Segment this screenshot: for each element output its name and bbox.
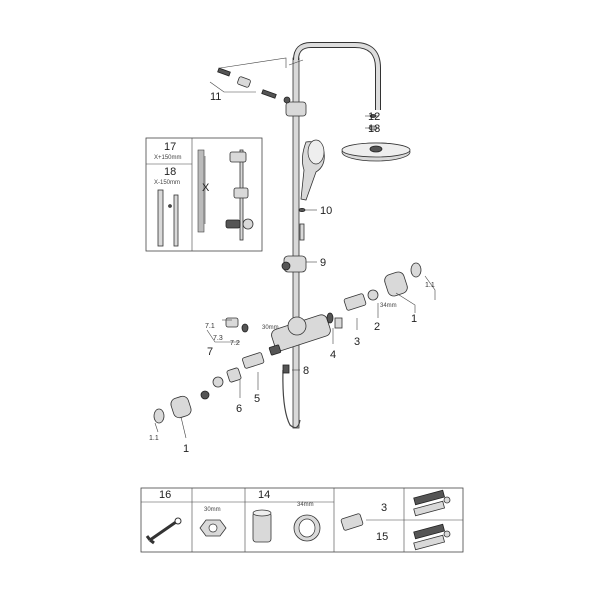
rail-screw xyxy=(168,204,172,208)
callout-labels: 11 12 13 10 9 8 2 3 4 1 1.1 6 5 1 1.1 7 … xyxy=(149,91,435,455)
rail-length-inset: 17 X+150mm 18 X-150mm X xyxy=(145,137,263,252)
callout-5: 5 xyxy=(254,393,260,405)
screw-11 xyxy=(261,89,277,99)
cap-1-1 xyxy=(153,408,165,424)
tool-30mm-label: 30mm xyxy=(204,507,221,513)
socket-14 xyxy=(252,511,272,543)
callout-8: 8 xyxy=(303,365,309,377)
callout-1-1-right: 1.1 xyxy=(425,282,435,289)
socket-14-top xyxy=(252,509,272,517)
shower-hose xyxy=(282,369,301,429)
callout-6: 6 xyxy=(236,403,242,415)
washer-4 xyxy=(326,312,334,324)
shower-arm-inner xyxy=(294,43,380,110)
shower-arm xyxy=(293,42,381,110)
callout-3: 3 xyxy=(354,336,360,348)
wall-bracket-top xyxy=(285,101,307,117)
bracket-screw xyxy=(283,96,291,104)
hose-connector xyxy=(299,223,305,241)
callout-2: 2 xyxy=(374,321,380,333)
shower-head-center xyxy=(369,145,383,153)
callout-1-right: 1 xyxy=(411,313,417,325)
dowel-11 xyxy=(217,67,231,77)
inset-18-length: X-150mm xyxy=(154,180,180,186)
callout-1-1: 1.1 xyxy=(149,435,159,442)
cartridge-5-tip xyxy=(268,344,282,356)
ring-6 xyxy=(212,376,224,388)
leader-lines xyxy=(154,57,436,439)
callout-7-2: 7.2 xyxy=(230,340,240,347)
cap-1-1-right xyxy=(410,262,422,278)
callout-4: 4 xyxy=(330,349,336,361)
handle-1 xyxy=(170,395,192,419)
tool-14-label: 14 xyxy=(258,489,270,501)
callout-7-3: 7.3 xyxy=(213,335,223,342)
left-parts xyxy=(153,67,282,424)
cartridge-5 xyxy=(242,352,265,369)
thermostat-mixer xyxy=(271,314,331,374)
tools-box: 16 14 30mm 34mm 3 15 xyxy=(140,487,464,553)
tool-34mm-label: 34mm xyxy=(297,502,314,508)
ring-34mm-hole xyxy=(298,518,316,538)
cartridge-3 xyxy=(343,293,367,311)
hose-nut-8 xyxy=(282,364,290,374)
tool-3-label: 3 xyxy=(381,502,387,514)
parts-15-set xyxy=(413,523,451,551)
inset-frame xyxy=(145,137,263,252)
callout-11: 11 xyxy=(210,91,221,103)
callout-13: 13 xyxy=(368,123,380,135)
nut-4 xyxy=(334,317,343,329)
cartridge-6 xyxy=(226,367,242,383)
holder-knob xyxy=(281,261,291,271)
inset-wall xyxy=(197,149,205,233)
dimension-34mm: 34mm xyxy=(380,303,397,309)
callout-10: 10 xyxy=(320,205,332,217)
inset-part-17: 17 xyxy=(164,141,176,153)
inset-bracket-top xyxy=(229,151,247,163)
mixer-outlet xyxy=(287,316,307,336)
inset-knob xyxy=(242,218,254,230)
callout-7: 7 xyxy=(207,346,213,358)
hand-shower-face xyxy=(307,139,325,165)
inset-holder xyxy=(233,187,249,199)
eccentric-7-1 xyxy=(225,317,239,328)
parts-3-set xyxy=(413,489,451,517)
rail-17 xyxy=(157,189,164,247)
callout-9: 9 xyxy=(320,257,326,269)
pipe-break-mark xyxy=(288,59,304,66)
tool-15-label: 15 xyxy=(376,531,388,543)
shower-riser-assembly xyxy=(281,42,411,429)
ring-2 xyxy=(367,289,379,301)
bracket-11 xyxy=(237,76,251,88)
tool-16-label: 16 xyxy=(159,489,171,501)
inset-17-length: X+150mm xyxy=(154,155,182,161)
washer-7-2 xyxy=(241,323,249,333)
callout-7-1: 7.1 xyxy=(205,323,215,330)
rail-18 xyxy=(173,194,179,247)
handle-1-right xyxy=(384,271,408,297)
inset-part-18: 18 xyxy=(164,166,176,178)
cartridge-tool xyxy=(340,513,364,531)
right-parts xyxy=(326,262,422,329)
callout-12: 12 xyxy=(368,111,380,123)
wrench-16 xyxy=(145,520,177,545)
handle-1-nut xyxy=(200,390,210,400)
inset-bracket-bottom xyxy=(225,219,241,229)
wrench-16-end xyxy=(174,517,182,525)
callout-1: 1 xyxy=(183,443,189,455)
dimension-30mm: 30mm xyxy=(262,325,279,331)
nut-30mm-hole xyxy=(208,523,218,533)
inset-x-dimension: X xyxy=(202,182,210,194)
